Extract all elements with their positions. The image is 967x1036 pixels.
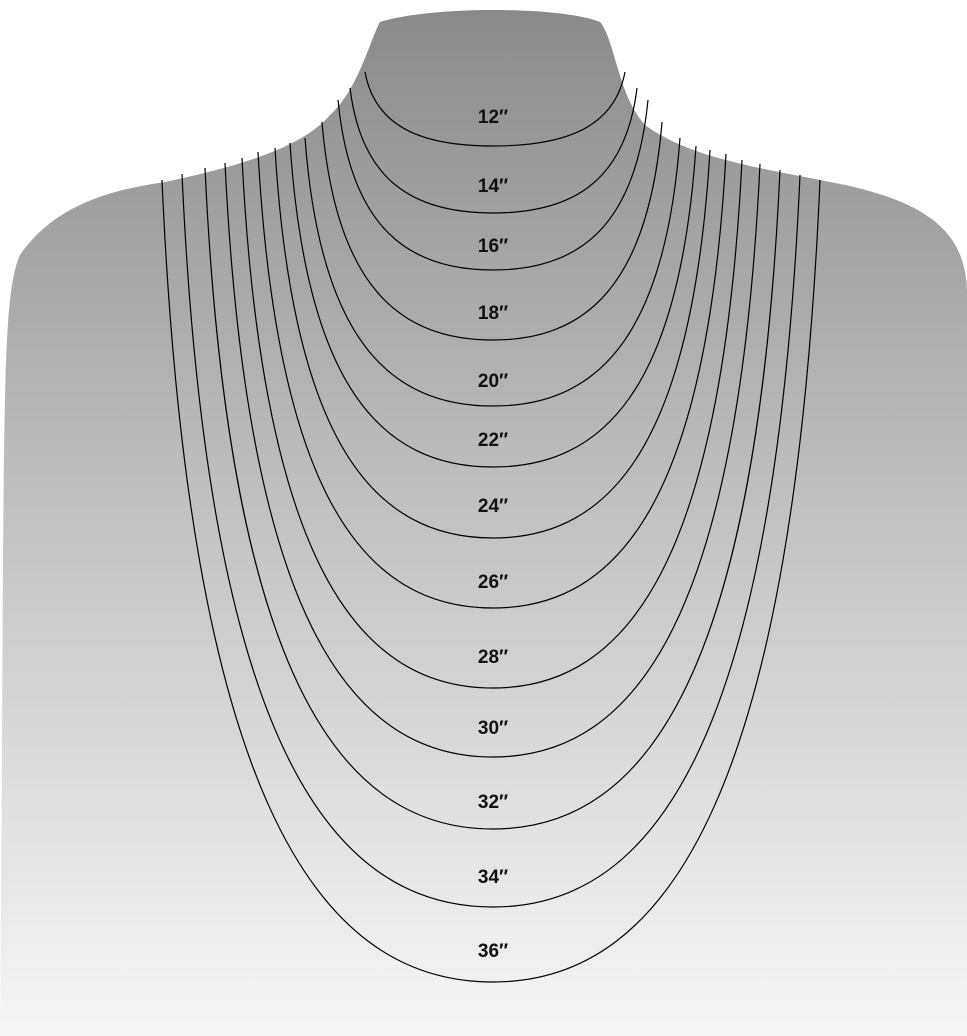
length-label: 16″ <box>478 236 508 257</box>
length-label: 36″ <box>478 941 508 962</box>
length-label: 22″ <box>478 430 508 451</box>
length-label: 20″ <box>478 371 508 392</box>
length-label: 12″ <box>478 107 508 128</box>
length-label: 24″ <box>478 496 508 517</box>
length-label: 26″ <box>478 572 508 593</box>
length-label: 34″ <box>478 867 508 888</box>
length-label: 32″ <box>478 792 508 813</box>
length-label: 14″ <box>478 176 508 197</box>
length-label: 18″ <box>478 303 508 324</box>
length-label: 28″ <box>478 647 508 668</box>
length-label: 30″ <box>478 718 508 739</box>
